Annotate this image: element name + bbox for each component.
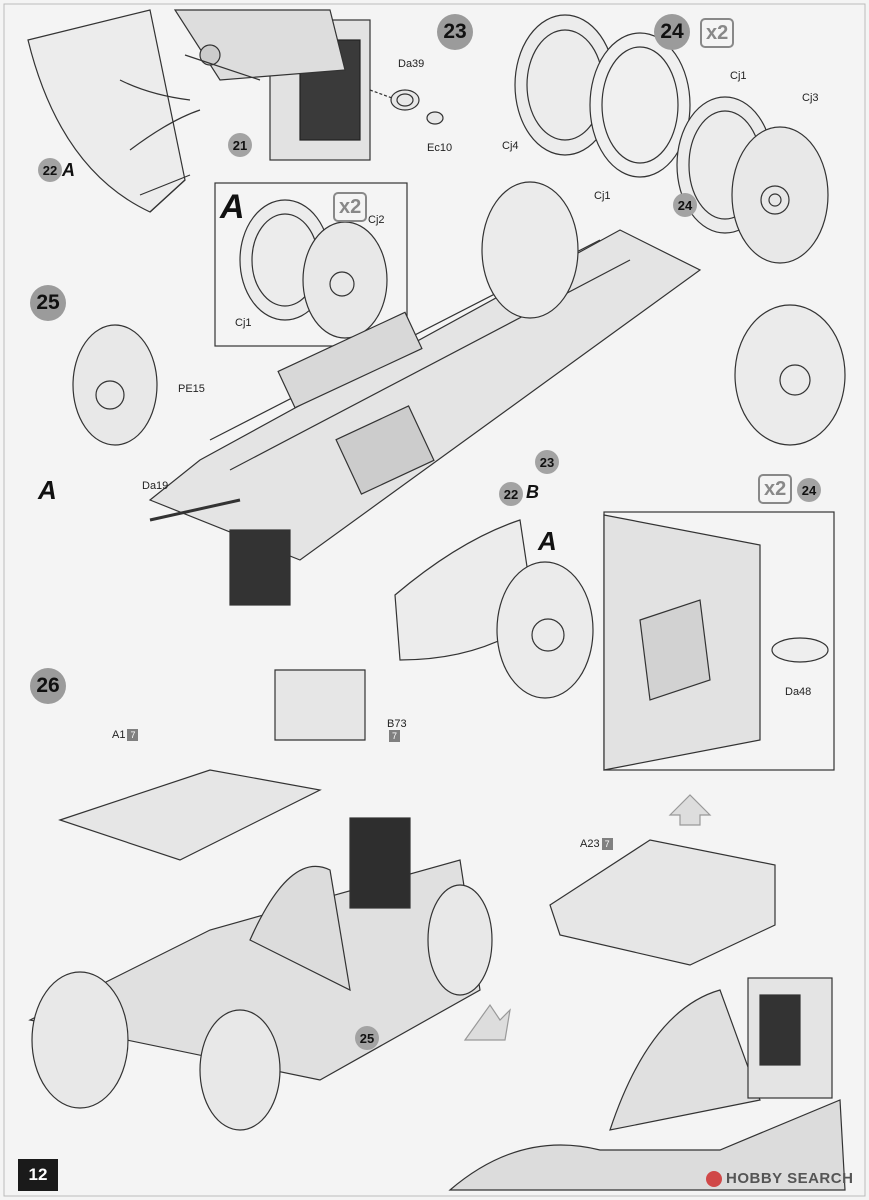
letter-a-wheel-left: A — [38, 475, 57, 505]
part-code-a1: A1 — [112, 729, 126, 741]
ref-badge-24b: 24 — [797, 478, 821, 502]
ref-badge-23: 23 — [535, 450, 559, 474]
cab-floor-a23 — [448, 839, 846, 1191]
part-label-pe15: PE15 — [178, 383, 205, 395]
step-badge-25: 25 — [30, 285, 66, 321]
wheels-top-right — [514, 14, 829, 264]
step-badge-23: 23 — [437, 14, 473, 50]
arrow-diagonal — [463, 1003, 511, 1041]
part-label-ec10: Ec10 — [427, 142, 453, 154]
step-badge-24: 24 — [654, 14, 690, 50]
quantity-x2-right: x2 — [758, 474, 793, 504]
quantity-x2-top: x2 — [700, 18, 735, 48]
step-badge-26: 26 — [30, 668, 66, 704]
letter-a-wheel-bottom: A — [538, 526, 557, 556]
quantity-x2-inset: x2 — [333, 192, 368, 222]
hobby-search-logo-icon — [706, 1170, 722, 1187]
ref-badge-22: 22 — [38, 158, 62, 182]
ref-badge-21: 21 — [228, 133, 252, 157]
letter-b: B — [526, 482, 539, 502]
part-da39-ec10 — [369, 89, 444, 125]
ref-badge-22b: 22 — [499, 482, 523, 506]
inset-box-cab — [603, 511, 835, 771]
part-label-da48: Da48 — [785, 686, 812, 698]
frame-top-21 — [173, 9, 371, 161]
ref-badge-25: 25 — [355, 1026, 379, 1050]
part-code-b73: B73 — [387, 718, 407, 730]
arrow-up — [668, 794, 712, 826]
part-label-cj1-a: Cj1 — [730, 70, 747, 82]
part-label-da39: Da39 — [398, 58, 425, 70]
letter-a-22: A — [62, 160, 75, 180]
letter-a-inset: A — [220, 188, 245, 226]
part-label-cj1-c: Cj1 — [235, 317, 252, 329]
sheet-chip-a23: 7 — [601, 838, 613, 851]
page-number: 12 — [18, 1159, 58, 1191]
part-code-a23: A23 — [580, 838, 600, 850]
fender-22-top — [27, 9, 201, 213]
sheet-chip-a1: 7 — [127, 729, 139, 742]
part-label-cj1-b: Cj1 — [594, 190, 611, 202]
part-label-da19: Da19 — [142, 480, 169, 492]
ref-badge-24: 24 — [673, 193, 697, 217]
wheel-a-bottom — [496, 561, 594, 699]
part-label-cj3: Cj3 — [802, 92, 819, 104]
watermark: HOBBY SEARCH — [706, 1170, 853, 1187]
part-label-cj4: Cj4 — [502, 140, 519, 152]
sheet-chip-b73: 7 — [389, 730, 401, 743]
inset-box-a — [214, 182, 408, 347]
chassis-25 — [72, 181, 846, 606]
vehicle-26 — [28, 669, 493, 1131]
watermark-text: HOBBY SEARCH — [726, 1170, 854, 1187]
part-label-cj2: Cj2 — [368, 214, 385, 226]
